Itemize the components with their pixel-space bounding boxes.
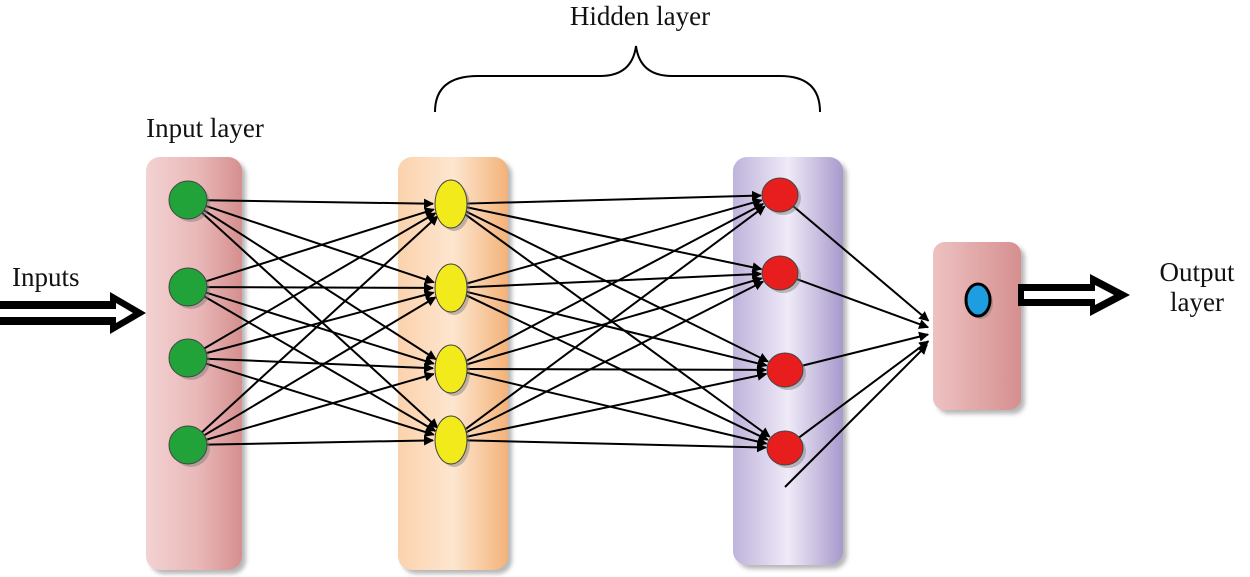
edge-input-3-to-hidden1-1 <box>203 212 437 350</box>
edge-input-4-to-hidden1-3 <box>205 371 435 441</box>
edge-hidden1-4-to-hidden2-3 <box>466 370 768 438</box>
hidden-layer-label: Hidden layer <box>569 1 711 31</box>
nodes <box>168 177 993 468</box>
input-node-1 <box>168 180 208 220</box>
input-layer-label: Input layer <box>146 113 264 143</box>
edge-input-3-to-hidden1-3 <box>205 357 435 373</box>
edge-hidden1-1-to-hidden2-4 <box>463 212 771 438</box>
edge-input-2-to-hidden1-2 <box>205 282 435 293</box>
edge-hidden1-4-to-hidden2-4 <box>466 439 768 453</box>
edge-hidden1-2-to-hidden2-1 <box>466 197 763 285</box>
output-layer-label: Output layer <box>1159 257 1235 317</box>
inputs-label: Inputs <box>12 262 80 292</box>
output-node-1 <box>964 282 992 318</box>
output-label-line1: Output <box>1159 257 1235 287</box>
edge-hidden1-4-to-hidden2-2 <box>464 280 764 434</box>
hidden2-node-2 <box>761 255 799 291</box>
output-layer-panel <box>933 242 1021 410</box>
edge-hidden1-1-to-hidden2-3 <box>464 210 769 363</box>
edge-hidden2-4-to-output <box>798 340 930 439</box>
hidden2-node-1 <box>761 177 799 213</box>
edge-input-1-to-hidden1-4 <box>200 211 439 429</box>
edge-hidden1-2-to-hidden2-3 <box>466 290 768 369</box>
edge-input-1-to-hidden1-2 <box>204 204 435 285</box>
output-label-line2: layer <box>1170 286 1224 317</box>
edge-input-4-to-hidden1-2 <box>202 296 437 437</box>
edge-hidden2-1-to-output <box>792 205 930 322</box>
hidden-layer-brace <box>434 45 821 113</box>
edge-hidden1-1-to-hidden2-1 <box>466 190 763 205</box>
edge-input-3-to-hidden1-2 <box>205 290 435 355</box>
edge-hidden1-4-to-hidden2-1 <box>463 205 766 432</box>
connection-edges <box>200 190 930 488</box>
edge-hidden1-2-to-hidden2-4 <box>464 294 769 441</box>
hidden2-node-4 <box>766 430 804 466</box>
edge-input-2-to-hidden1-3 <box>204 291 435 366</box>
edge-extra-to-output <box>784 344 928 488</box>
edge-input-1-to-hidden1-3 <box>202 208 437 361</box>
edge-input-4-to-hidden1-4 <box>205 435 435 446</box>
edge-hidden2-2-to-output <box>795 277 930 329</box>
edge-input-3-to-hidden1-4 <box>204 362 435 437</box>
edge-hidden1-2-to-hidden2-2 <box>466 269 763 289</box>
input-node-4 <box>168 425 208 465</box>
edge-hidden1-1-to-hidden2-2 <box>466 206 763 273</box>
hidden1-node-3 <box>434 344 468 394</box>
input-node-2 <box>168 267 208 307</box>
edge-input-2-to-hidden1-1 <box>204 207 435 283</box>
edge-input-1-to-hidden1-1 <box>205 198 435 209</box>
input-node-3 <box>168 338 208 378</box>
edge-hidden1-3-to-hidden2-3 <box>466 364 768 375</box>
edge-hidden2-3-to-output <box>801 331 930 367</box>
hidden1-node-4 <box>434 415 468 465</box>
hidden2-node-3 <box>766 352 804 388</box>
edge-hidden1-3-to-hidden2-4 <box>466 371 768 447</box>
edge-hidden1-3-to-hidden2-2 <box>466 276 763 366</box>
hidden1-node-2 <box>434 263 468 313</box>
edge-input-4-to-hidden1-1 <box>200 215 439 434</box>
hidden1-node-1 <box>434 179 468 229</box>
edge-hidden1-3-to-hidden2-1 <box>464 202 765 363</box>
